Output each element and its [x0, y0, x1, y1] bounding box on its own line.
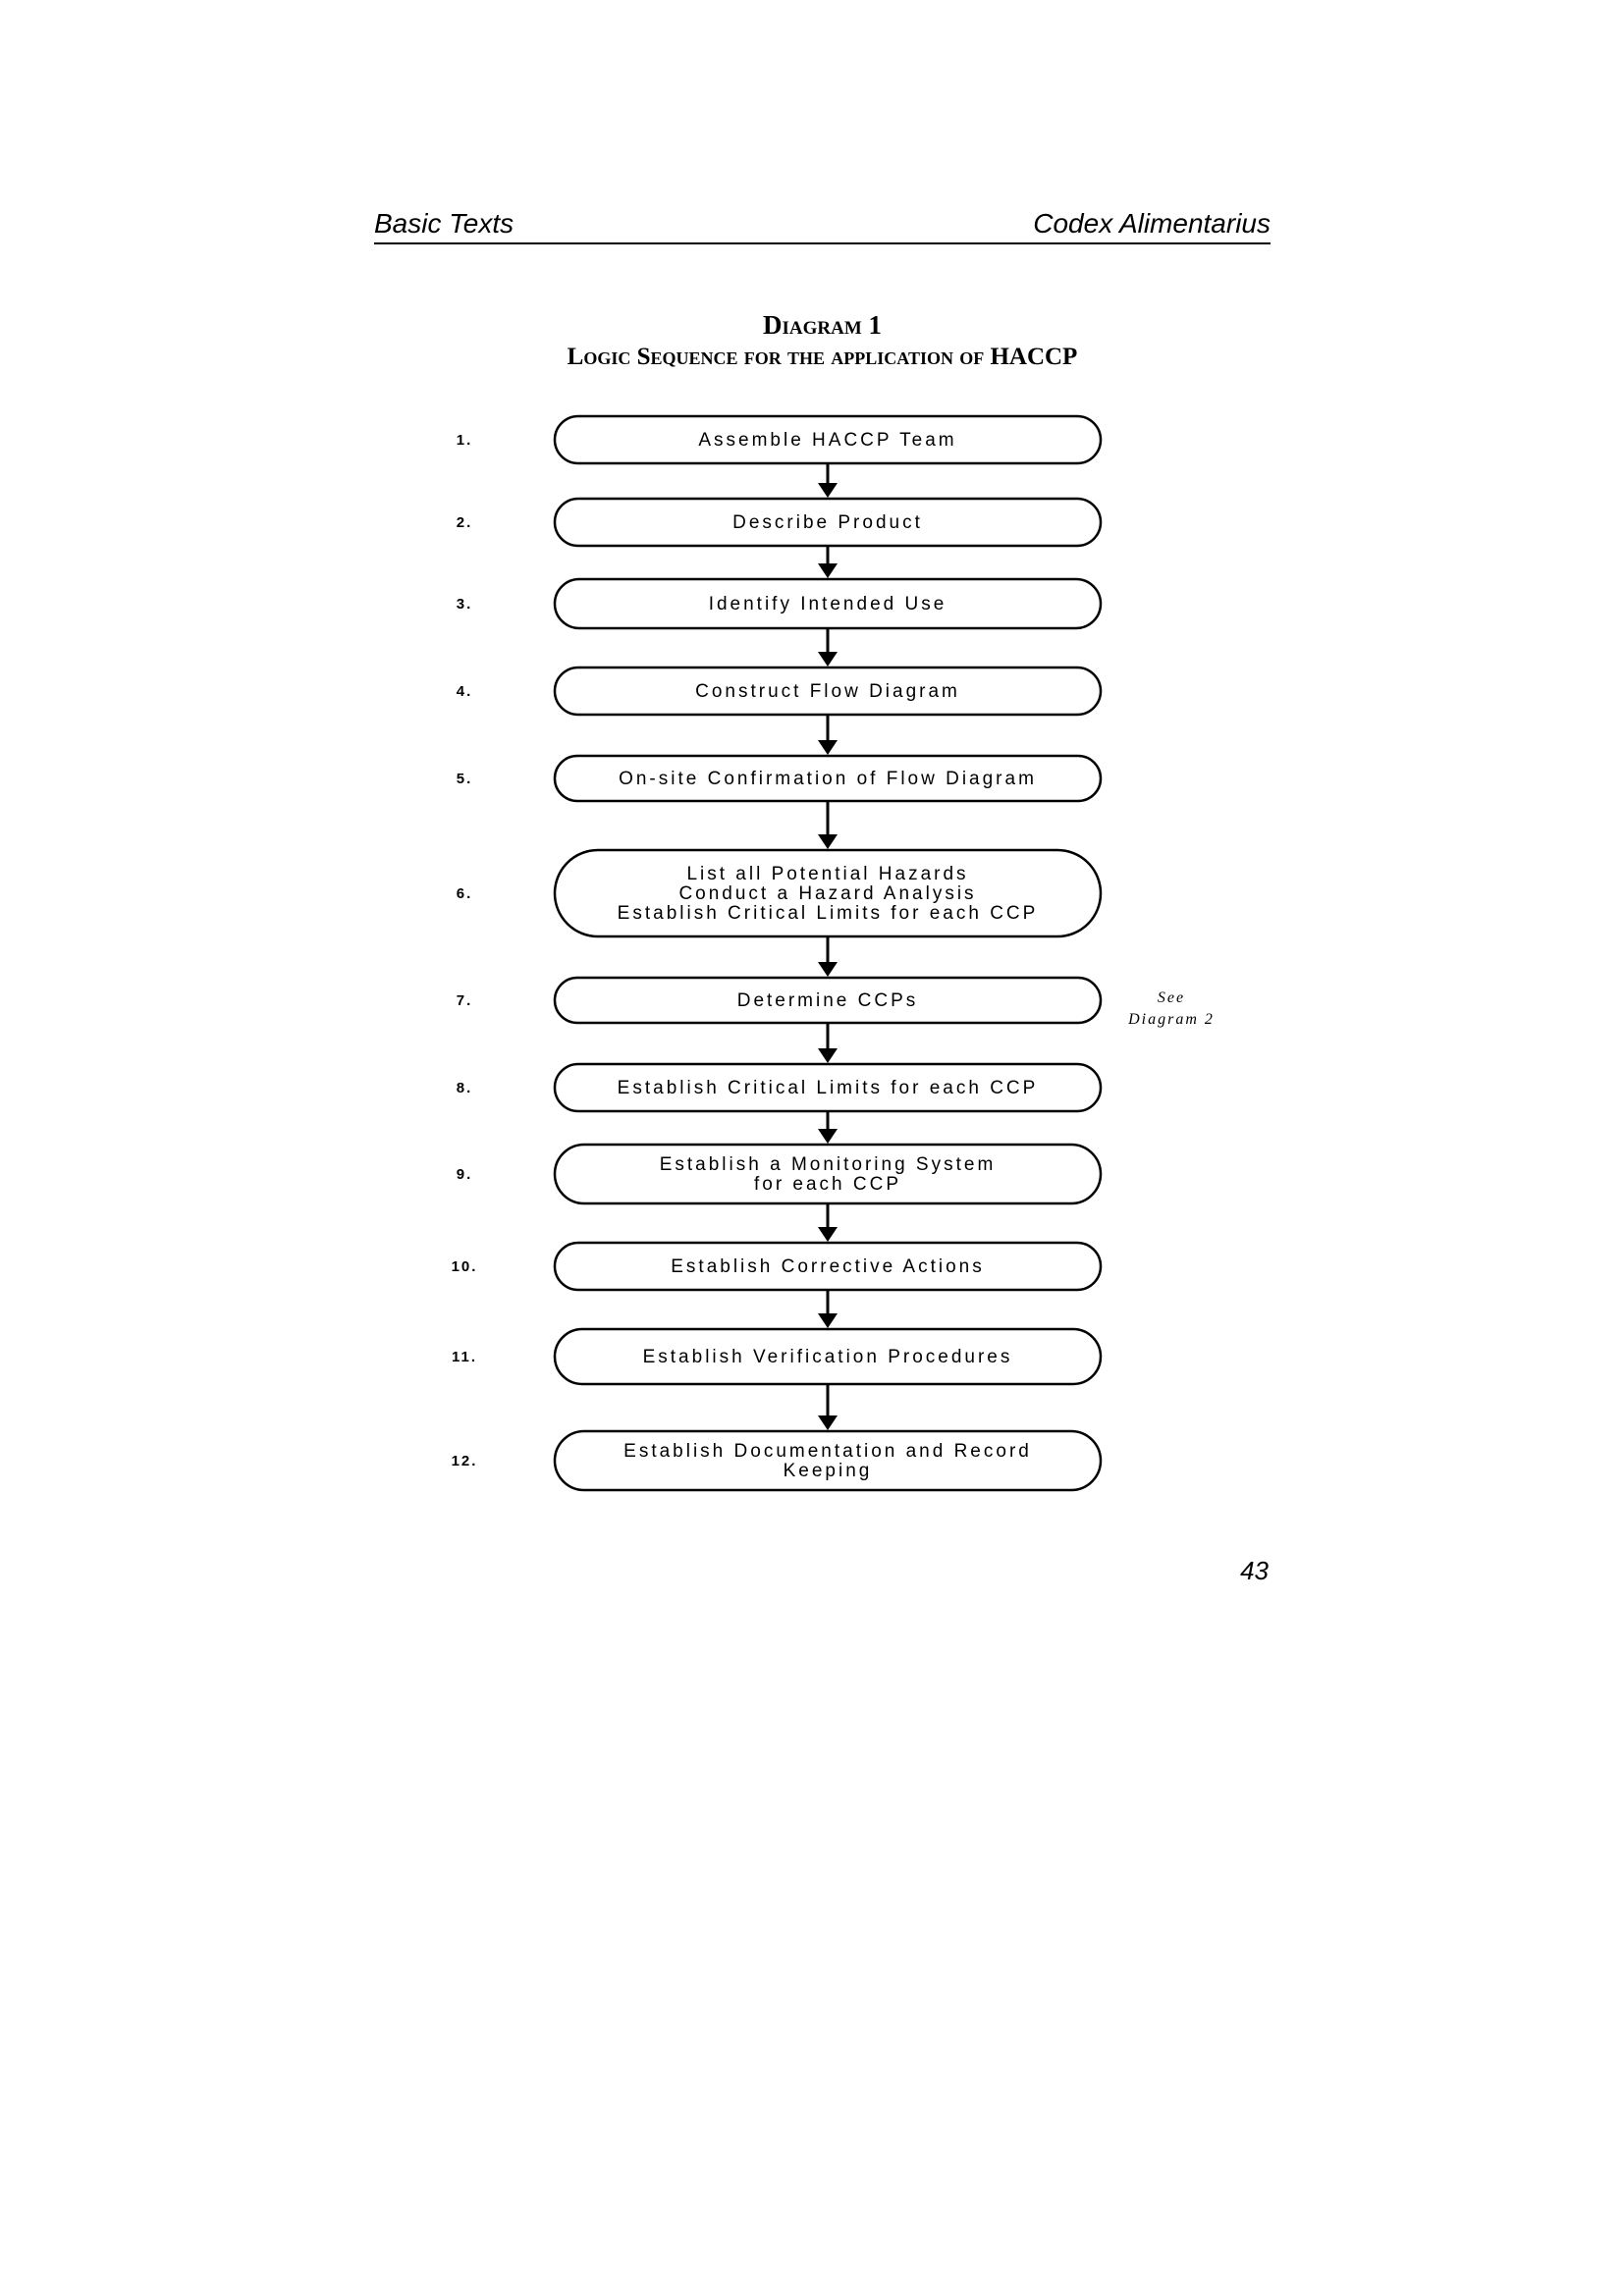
flow-step-number: 7.: [457, 992, 473, 1009]
flow-arrow: [818, 801, 838, 849]
flow-step-number: 6.: [457, 885, 473, 902]
flow-arrow: [818, 936, 838, 977]
flow-step-11: Establish Verification Procedures 11.: [452, 1327, 1103, 1386]
flow-step-label: On-site Confirmation of Flow Diagram: [619, 769, 1037, 789]
flow-arrow: [818, 1023, 838, 1063]
see-diagram-2-note-line-1: See: [1158, 989, 1185, 1006]
flow-step-number: 12.: [452, 1453, 478, 1469]
flow-step-12: Establish Documentation and RecordKeepin…: [452, 1429, 1103, 1492]
flow-step-label: Keeping: [784, 1461, 873, 1481]
arrow-head-icon: [818, 1048, 838, 1063]
flow-step-number: 9.: [457, 1166, 473, 1183]
flow-arrow: [818, 1384, 838, 1430]
flow-step-label: Construct Flow Diagram: [695, 681, 960, 702]
flow-step-box: [553, 1429, 1103, 1492]
flow-step-5: On-site Confirmation of Flow Diagram 5.: [457, 754, 1103, 803]
arrow-head-icon: [818, 1129, 838, 1144]
flow-step-label: Assemble HACCP Team: [698, 430, 956, 451]
flow-step-8: Establish Critical Limits for each CCP 8.: [457, 1062, 1103, 1113]
flow-step-3: Identify Intended Use 3.: [457, 577, 1103, 630]
header-rule: [374, 242, 1271, 244]
diagram-subtitle: Logic Sequence for the application of HA…: [567, 344, 1078, 370]
running-header-left: Basic Texts: [374, 208, 514, 239]
flow-step-2: Describe Product 2.: [457, 497, 1103, 548]
flow-step-label: Establish Critical Limits for each CCP: [618, 1078, 1039, 1098]
flow-step-label: List all Potential Hazards: [686, 864, 968, 884]
flow-arrow: [818, 463, 838, 498]
flow-step-label: Identify Intended Use: [709, 594, 947, 614]
arrow-head-icon: [818, 1415, 838, 1430]
arrow-head-icon: [818, 740, 838, 755]
flow-step-10: Establish Corrective Actions 10.: [452, 1241, 1103, 1292]
flow-arrow: [818, 715, 838, 755]
flow-arrow: [818, 628, 838, 667]
flow-arrow: [818, 1290, 838, 1328]
arrow-head-icon: [818, 652, 838, 667]
running-header-right: Codex Alimentarius: [1033, 208, 1271, 239]
flow-step-number: 5.: [457, 771, 473, 787]
flow-step-number: 1.: [457, 432, 473, 449]
page-number: 43: [1240, 1556, 1269, 1585]
flow-step-label: Establish a Monitoring System: [660, 1154, 997, 1175]
flow-step-label: Establish Corrective Actions: [671, 1256, 985, 1277]
flow-step-number: 3.: [457, 596, 473, 613]
flow-arrow: [818, 1111, 838, 1144]
arrow-head-icon: [818, 834, 838, 849]
flow-arrow: [818, 1203, 838, 1242]
flow-step-label: Establish Verification Procedures: [643, 1347, 1013, 1367]
flow-step-number: 8.: [457, 1080, 473, 1096]
flow-step-label: Conduct a Hazard Analysis: [678, 883, 976, 904]
see-diagram-2-note-line-2: Diagram 2: [1127, 1011, 1215, 1028]
flow-step-number: 10.: [452, 1258, 478, 1275]
flow-step-number: 4.: [457, 683, 473, 700]
flow-step-number: 11.: [452, 1349, 477, 1365]
arrow-head-icon: [818, 1313, 838, 1328]
flow-arrow: [818, 546, 838, 578]
flow-step-label: Describe Product: [732, 512, 923, 533]
flow-step-4: Construct Flow Diagram 4.: [457, 666, 1103, 717]
arrow-head-icon: [818, 962, 838, 977]
flow-step-1: Assemble HACCP Team 1.: [457, 414, 1103, 465]
arrow-head-icon: [818, 1227, 838, 1242]
arrow-head-icon: [818, 483, 838, 498]
flow-step-label: Determine CCPs: [737, 990, 919, 1011]
flow-step-7: Determine CCPs 7.: [457, 976, 1103, 1025]
flow-step-number: 2.: [457, 514, 473, 531]
diagram-title: Diagram 1: [762, 310, 883, 340]
flow-step-label: for each CCP: [754, 1174, 901, 1195]
arrow-head-icon: [818, 563, 838, 578]
flow-step-label: Establish Critical Limits for each CCP: [618, 903, 1039, 924]
flow-step-label: Establish Documentation and Record: [623, 1441, 1032, 1462]
